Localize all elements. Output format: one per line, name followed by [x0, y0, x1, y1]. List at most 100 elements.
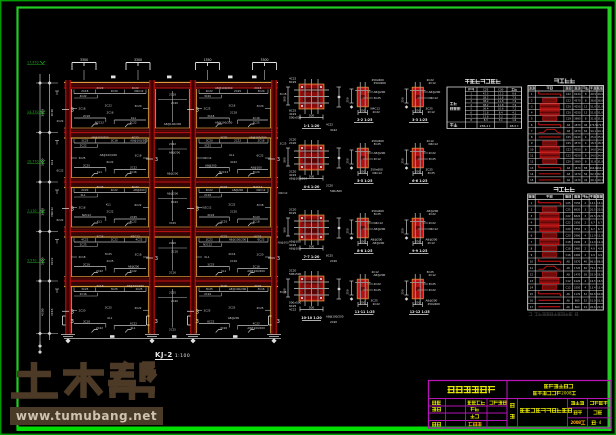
- svg-text:A8@200: A8@200: [250, 165, 262, 169]
- svg-text:4C22: 4C22: [80, 94, 87, 98]
- svg-text:6C22: 6C22: [132, 135, 139, 139]
- svg-text:1: 1: [531, 201, 533, 205]
- svg-text:A8@100: A8@100: [289, 240, 301, 244]
- svg-text:A8@100/200: A8@100/200: [229, 287, 247, 291]
- svg-text:2C18: 2C18: [257, 139, 264, 143]
- frame-column: [65, 80, 71, 335]
- svg-text:2C18: 2C18: [81, 89, 88, 93]
- svg-text:3C25: 3C25: [204, 144, 211, 148]
- svg-text:A8@100/200: A8@100/200: [215, 121, 233, 125]
- svg-text:79.1: 79.1: [590, 266, 596, 270]
- svg-text:51.0: 51.0: [590, 104, 596, 108]
- svg-text:N2C12: N2C12: [202, 156, 211, 160]
- svg-text:8C25: 8C25: [289, 304, 297, 308]
- svg-text:N2C12: N2C12: [131, 234, 140, 238]
- svg-text:5: 5: [470, 107, 472, 111]
- svg-text:4570: 4570: [574, 98, 581, 102]
- svg-text:12: 12: [530, 272, 534, 276]
- rebar-table-footnote: :: [528, 312, 579, 316]
- svg-text:3: 3: [277, 319, 280, 325]
- svg-text:3C18: 3C18: [134, 154, 141, 158]
- svg-text:3C25: 3C25: [374, 212, 382, 216]
- floor-beam: [64, 226, 278, 238]
- cjk-text: :: [528, 312, 579, 316]
- svg-text:9: 9: [531, 253, 533, 257]
- svg-text:6.7: 6.7: [591, 227, 595, 231]
- svg-text:3C25: 3C25: [207, 262, 214, 266]
- svg-text:3C25: 3C25: [426, 107, 434, 111]
- svg-text:3C25: 3C25: [169, 221, 176, 225]
- svg-text:3: 3: [531, 214, 533, 218]
- svg-text:4C22: 4C22: [111, 188, 118, 192]
- svg-text:N2C12: N2C12: [278, 191, 287, 195]
- svg-text:2C18: 2C18: [254, 86, 261, 90]
- svg-text:4C22: 4C22: [81, 238, 88, 242]
- svg-text:1720: 1720: [574, 266, 581, 270]
- svg-text:14: 14: [530, 172, 534, 176]
- svg-text:51.0: 51.0: [597, 298, 603, 302]
- svg-text:2460: 2460: [574, 246, 581, 250]
- watermark-url-strip: www.tumubang.net: [10, 407, 163, 425]
- svg-text:25.0: 25.0: [590, 135, 596, 139]
- svg-text:3C20: 3C20: [253, 215, 260, 219]
- svg-text:3C18: 3C18: [134, 253, 141, 257]
- svg-text:A8@100/200: A8@100/200: [247, 326, 265, 330]
- cjk-text: [544, 384, 574, 389]
- svg-text:C25: C25: [566, 201, 571, 205]
- svg-text:2C22: 2C22: [111, 238, 118, 242]
- svg-text:2C16: 2C16: [253, 116, 260, 120]
- svg-text:46: 46: [584, 266, 588, 270]
- cjk-text: [432, 407, 441, 412]
- svg-text:2C22: 2C22: [373, 110, 381, 114]
- svg-text:2C22: 2C22: [427, 78, 435, 82]
- svg-text:5.2: 5.2: [499, 114, 503, 118]
- svg-text:3: 3: [71, 309, 74, 315]
- svg-text:3C25: 3C25: [426, 168, 434, 172]
- svg-text:3C25: 3C25: [220, 220, 227, 224]
- svg-text:11.9: 11.9: [597, 240, 603, 244]
- svg-text:3C25: 3C25: [374, 142, 382, 146]
- svg-text:10-10 1:20: 10-10 1:20: [301, 316, 322, 320]
- svg-text:10: 10: [530, 259, 534, 263]
- svg-text:18.3: 18.3: [597, 141, 603, 145]
- svg-text:A8: A8: [566, 259, 570, 263]
- svg-text:2C25: 2C25: [83, 163, 90, 167]
- svg-text:6: 6: [531, 233, 533, 237]
- svg-text:36.4: 36.4: [483, 107, 489, 111]
- svg-text:20.5: 20.5: [590, 214, 596, 218]
- svg-text:3: 3: [470, 99, 472, 103]
- svg-text:18.3: 18.3: [590, 141, 596, 145]
- svg-text:2C25: 2C25: [80, 243, 87, 247]
- svg-text:8: 8: [585, 92, 587, 96]
- svg-text:4C22: 4C22: [230, 160, 237, 164]
- svg-text:2C16: 2C16: [228, 252, 235, 256]
- svg-text:A8@100/200: A8@100/200: [126, 284, 144, 288]
- svg-text:55.9: 55.9: [597, 272, 603, 276]
- svg-text:3.1: 3.1: [499, 118, 503, 122]
- svg-text:25.0: 25.0: [597, 135, 603, 139]
- svg-text:6C22: 6C22: [56, 169, 63, 173]
- svg-text:4: 4: [585, 233, 587, 237]
- svg-text:C30: C30: [498, 88, 504, 92]
- svg-text:164.6: 164.6: [597, 166, 605, 170]
- svg-text:38.2: 38.2: [483, 95, 489, 99]
- svg-text:500: 500: [309, 175, 315, 179]
- svg-text:86.0: 86.0: [597, 259, 603, 263]
- svg-text:250: 250: [415, 240, 420, 244]
- cjk-text: [593, 410, 602, 415]
- svg-text:8C25: 8C25: [289, 211, 297, 215]
- svg-text:2C22: 2C22: [169, 142, 176, 146]
- svg-text:13: 13: [530, 279, 534, 283]
- svg-text:C25: C25: [483, 88, 489, 92]
- svg-text:79.1: 79.1: [597, 266, 603, 270]
- svg-text:3350: 3350: [574, 227, 581, 231]
- svg-text:C18: C18: [566, 117, 571, 121]
- svg-text:2C16: 2C16: [106, 111, 113, 115]
- svg-text:A8@100/200: A8@100/200: [249, 135, 267, 139]
- svg-text:2C22: 2C22: [96, 326, 103, 330]
- svg-text:C25: C25: [566, 141, 571, 145]
